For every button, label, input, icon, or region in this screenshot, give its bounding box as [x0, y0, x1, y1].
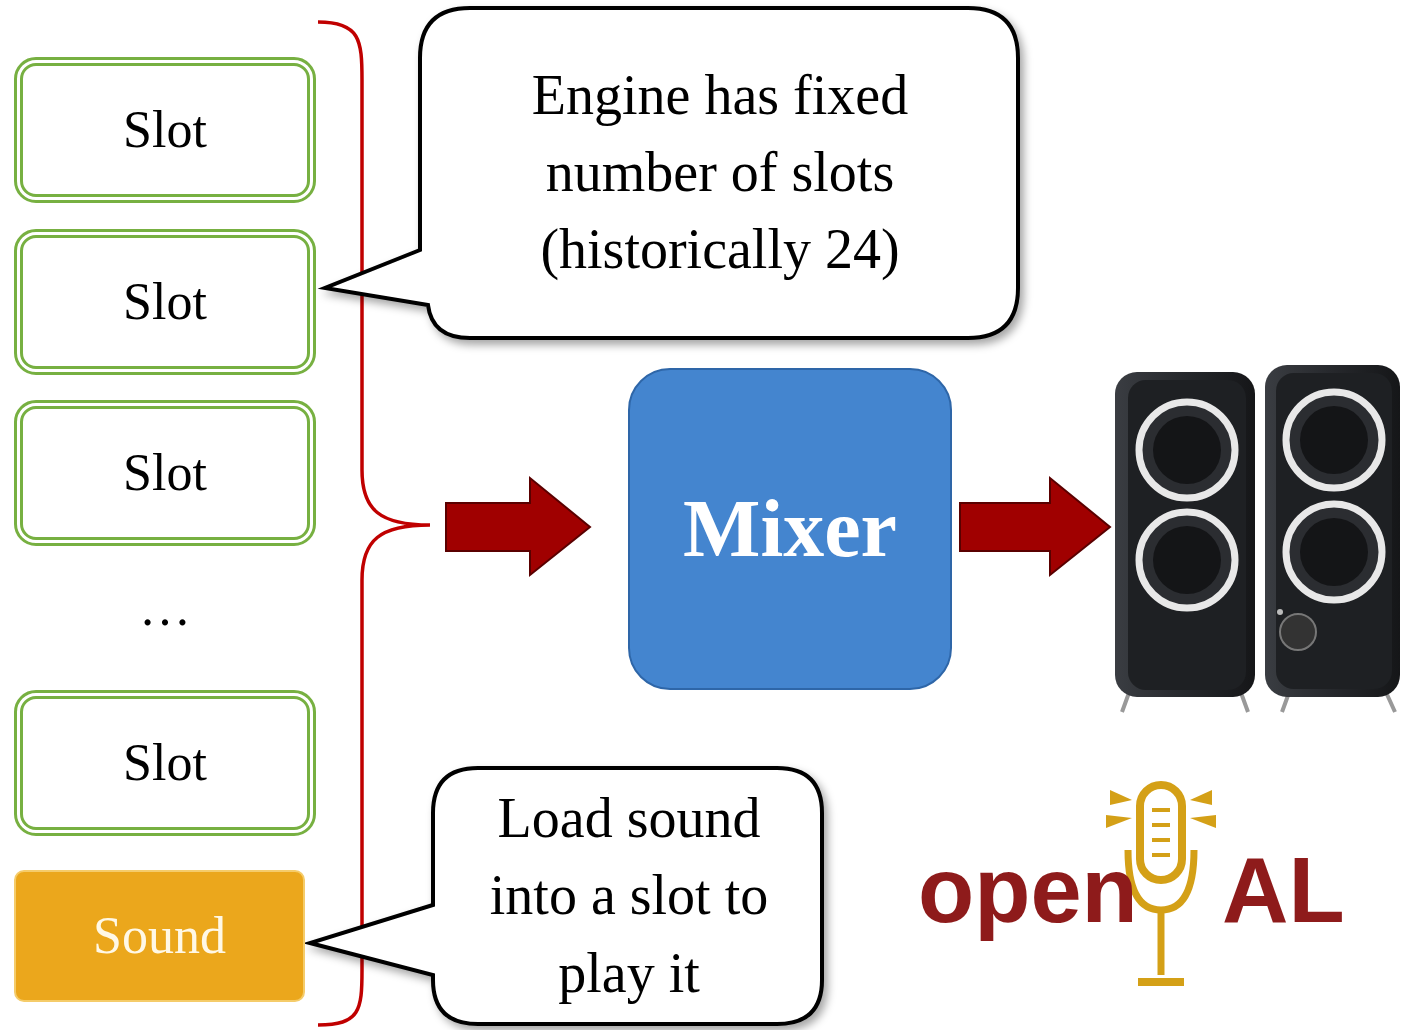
slot-box: Slot [14, 690, 316, 836]
node-text: Slot [123, 443, 207, 503]
block-arrow [960, 478, 1110, 575]
node-text: Engine has fixed number of slots (histor… [450, 57, 990, 289]
slot-box: Slot [14, 57, 316, 203]
callout-text-box: Load sound into a slot to play it [445, 775, 813, 1017]
slot-box: Slot [14, 400, 316, 546]
logo-text: open [918, 844, 1138, 936]
node-text: Slot [123, 100, 207, 160]
sound-box: Sound [14, 870, 305, 1002]
callout-bubble [310, 768, 822, 1024]
node-text: Load sound into a slot to play it [455, 780, 803, 1012]
node-text: Mixer [683, 482, 897, 576]
mixer-box: Mixer [628, 368, 952, 690]
slot-box: Slot [14, 229, 316, 375]
ellipsis-label: … [139, 582, 191, 634]
node-text: Slot [123, 272, 207, 332]
node-text: Sound [93, 906, 226, 966]
logo-text: AL [1222, 844, 1345, 936]
node-text: Slot [123, 733, 207, 793]
block-arrow [446, 478, 590, 575]
callout-text-box: Engine has fixed number of slots (histor… [440, 20, 1000, 325]
speakers-illustration [1115, 365, 1400, 712]
curly-brace [318, 22, 430, 1025]
callout-bubble [325, 8, 1018, 338]
